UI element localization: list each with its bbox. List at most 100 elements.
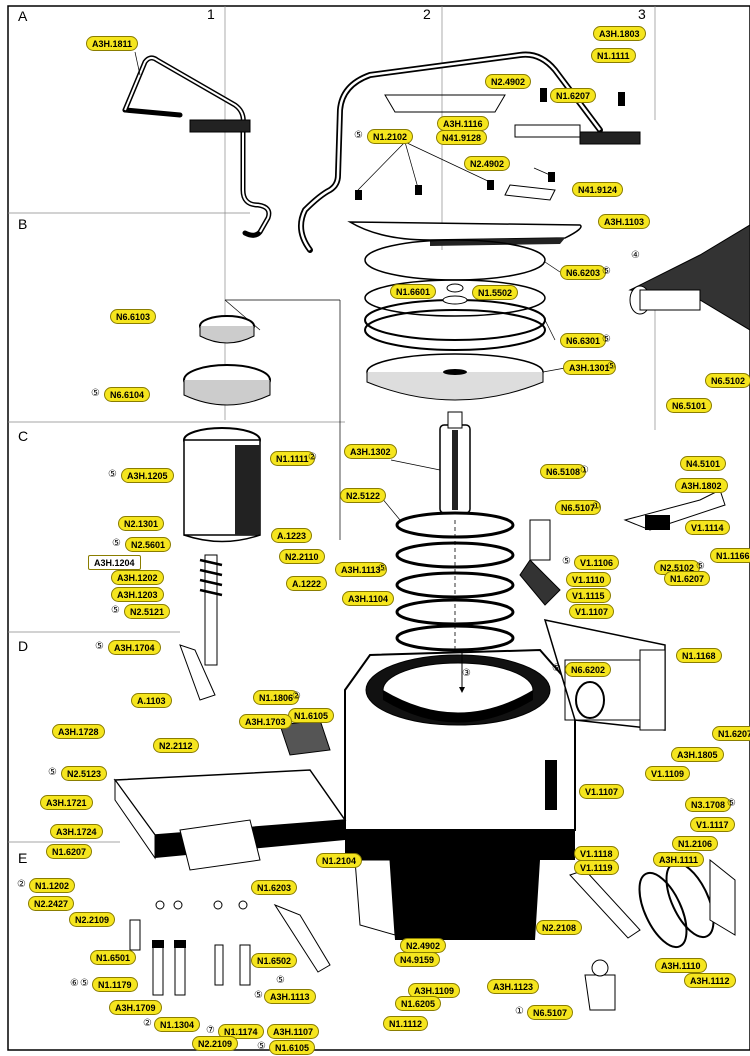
label-n11111: N1.1111: [591, 48, 636, 63]
label-a3h1110: A3H.1110: [655, 958, 707, 973]
note-marker-5: ⑤: [378, 563, 387, 574]
label-n11166: N1.1166: [710, 548, 750, 563]
label-a3h1203: A3H.1203: [111, 587, 164, 602]
label-n419128: N41.9128: [436, 130, 488, 145]
label-a3h1803: A3H.1803: [593, 26, 646, 41]
label-n66203: N6.6203: [560, 265, 607, 280]
label-n65107: N6.5107: [555, 500, 602, 515]
label-n11304: N1.1304: [154, 1017, 201, 1032]
label-n65102: N6.5102: [705, 373, 750, 388]
label-a3h1107: A3H.1107: [267, 1024, 320, 1039]
note-marker-1: ①: [515, 1006, 524, 1017]
note-marker-5: ⑤: [254, 990, 263, 1001]
note-marker-2: ②: [17, 879, 26, 890]
label-n16601: N1.6601: [390, 284, 437, 299]
note-marker-2: ②: [143, 1018, 152, 1029]
label-a3h1202: A3H.1202: [111, 570, 164, 585]
label-n16502: N1.6502: [251, 953, 298, 968]
note-marker-5: ⑤: [91, 388, 100, 399]
label-n24902: N2.4902: [464, 156, 511, 171]
note-marker-6-5: ⑥: [70, 978, 79, 989]
label-v11109: V1.1109: [645, 766, 691, 781]
label-n65101: N6.5101: [666, 398, 713, 413]
label-a3h1703: A3H.1703: [239, 714, 292, 729]
note-marker-5: ⑤: [602, 334, 611, 345]
grid-col-3: 3: [638, 6, 646, 22]
note-marker-5: ⑤: [354, 130, 363, 141]
note-marker-5: ⑤: [696, 561, 705, 572]
label-n11179: N1.1179: [92, 977, 138, 992]
label-n45101: N4.5101: [680, 456, 727, 471]
grid-row-c: C: [18, 428, 29, 444]
grid-col-2: 2: [423, 6, 431, 22]
label-n65108: N6.5108: [540, 464, 587, 479]
label-n16501: N1.6501: [90, 950, 137, 965]
label-a3h1704: A3H.1704: [108, 640, 161, 655]
label-a3h1205: A3H.1205: [121, 468, 174, 483]
label-n16203: N1.6203: [251, 880, 298, 895]
label-n49159: N4.9159: [394, 952, 441, 967]
note-marker-2: ②: [308, 452, 317, 463]
label-a3h1709: A3H.1709: [109, 1000, 162, 1015]
label-n25123: N2.5123: [61, 766, 108, 781]
label-n66202: N6.6202: [565, 662, 612, 677]
label-v11107: V1.1107: [569, 604, 615, 619]
label-n25122: N2.5122: [340, 488, 387, 503]
note-marker-5: ⑤: [602, 266, 611, 277]
note-marker-5: ⑤: [112, 538, 121, 549]
note-marker-5: ⑤: [562, 556, 571, 567]
label-v11107: V1.1107: [579, 784, 625, 799]
label-n22109: N2.2109: [69, 912, 116, 927]
label-n24902: N2.4902: [485, 74, 532, 89]
note-marker-5: ⑤: [276, 975, 285, 986]
note-marker-2: ②: [523, 921, 532, 932]
label-n31708: N3.1708: [685, 797, 732, 812]
label-n11112: N1.1112: [383, 1016, 429, 1031]
label-a3h1302: A3H.1302: [344, 444, 397, 459]
label-a3h1111: A3H.1111: [653, 852, 705, 867]
label-a1222: A.1222: [286, 576, 328, 591]
label-n15502: N1.5502: [472, 285, 519, 300]
note-marker-2: ②: [292, 691, 301, 702]
grid-row-b: B: [18, 216, 28, 232]
label-n16105: N1.6105: [288, 708, 335, 723]
note-marker-5: ⑤: [108, 469, 117, 480]
label-n22109: N2.2109: [192, 1036, 239, 1051]
note-marker-5: ⑤: [563, 847, 572, 858]
label-n12104: N1.2104: [316, 853, 363, 868]
label-a3h1204: A3H.1204: [88, 555, 141, 570]
label-n16207: N1.6207: [550, 88, 597, 103]
note-marker-5: ⑤: [111, 605, 120, 616]
label-a3h1103: A3H.1103: [598, 214, 651, 229]
label-a3h1721: A3H.1721: [40, 795, 93, 810]
label-a3h1112: A3H.1112: [684, 973, 736, 988]
label-n22427: N2.2427: [28, 896, 75, 911]
label-a3h1104: A3H.1104: [342, 591, 395, 606]
label-n25121: N2.5121: [124, 604, 171, 619]
label-n16105: N1.6105: [269, 1040, 316, 1055]
label-n16205: N1.6205: [395, 996, 442, 1011]
label-n12102: N1.2102: [367, 129, 414, 144]
label-n11168: N1.1168: [676, 648, 722, 663]
note-marker-4: ④: [631, 250, 640, 261]
note-marker-5: ⑤: [552, 663, 561, 674]
label-n16207: N1.6207: [46, 844, 93, 859]
label-a3h1301: A3H.1301: [563, 360, 616, 375]
label-v11115: V1.1115: [566, 588, 611, 603]
label-a3h1728: A3H.1728: [52, 724, 105, 739]
label-n66104: N6.6104: [104, 387, 151, 402]
label-v11106: V1.1106: [574, 555, 620, 570]
label-a3h1802: A3H.1802: [675, 478, 728, 493]
label-v11110: V1.1110: [566, 572, 611, 587]
note-marker-5: ⑤: [95, 641, 104, 652]
label-a3h1805: A3H.1805: [671, 747, 724, 762]
label-n11202: N1.1202: [29, 878, 76, 893]
label-n66301: N6.6301: [560, 333, 607, 348]
label-n22110: N2.2110: [279, 549, 325, 564]
label-a3h1113: A3H.1113: [264, 989, 316, 1004]
note-marker-5: ⑤: [257, 1041, 266, 1052]
label-n12106: N1.2106: [672, 836, 719, 851]
label-a1103: A.1103: [131, 693, 172, 708]
